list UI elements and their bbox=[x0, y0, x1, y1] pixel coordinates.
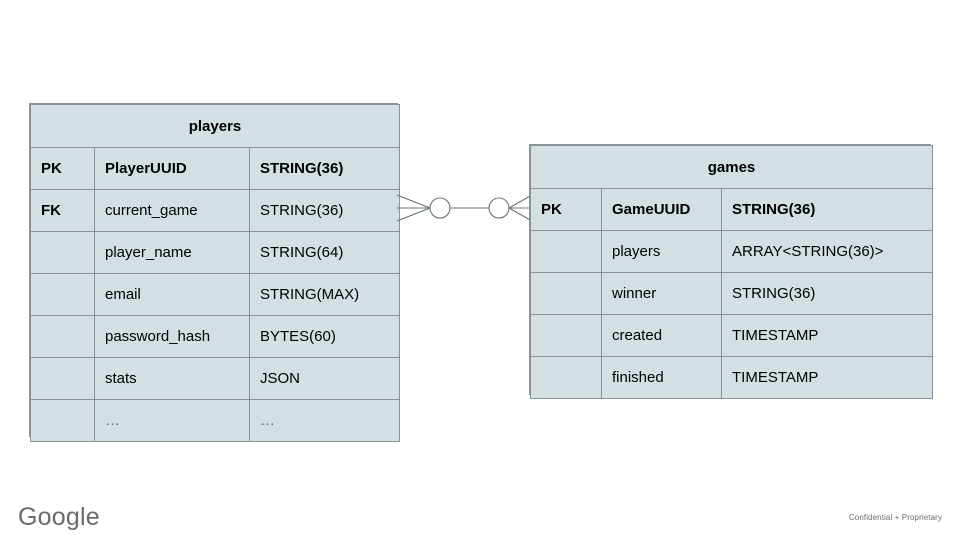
row-column-type: BYTES(60) bbox=[249, 315, 400, 358]
cardinality-zero-circle-right bbox=[488, 197, 510, 219]
entity-games-body: games PK GameUUID STRING(36) players ARR… bbox=[530, 145, 933, 399]
row-column-name: player_name bbox=[94, 231, 250, 274]
row-column-name: winner bbox=[601, 272, 722, 315]
row-column-name: finished bbox=[601, 356, 722, 399]
entity-players[interactable]: players PK PlayerUUID STRING(36) FK curr… bbox=[29, 103, 400, 442]
row-column-name: GameUUID bbox=[601, 188, 722, 231]
google-logo: Google bbox=[18, 503, 100, 531]
row-column-type: STRING(36) bbox=[249, 189, 400, 232]
entity-players-table: players PK PlayerUUID STRING(36) FK curr… bbox=[30, 104, 400, 442]
crowsfoot-right-upper bbox=[508, 194, 533, 209]
table-row-ellipsis[interactable]: … … bbox=[30, 399, 400, 442]
row-column-name: current_game bbox=[94, 189, 250, 232]
table-row[interactable]: player_name STRING(64) bbox=[30, 231, 400, 274]
row-column-type: STRING(36) bbox=[721, 188, 933, 231]
entity-games-title: games bbox=[530, 145, 933, 189]
row-column-type: TIMESTAMP bbox=[721, 356, 933, 399]
table-row[interactable]: stats JSON bbox=[30, 357, 400, 400]
table-row[interactable]: created TIMESTAMP bbox=[530, 314, 933, 357]
table-row[interactable]: PK GameUUID STRING(36) bbox=[530, 188, 933, 231]
cardinality-zero-circle-left bbox=[429, 197, 451, 219]
crowsfoot-left-upper bbox=[396, 194, 431, 209]
table-row[interactable]: FK current_game STRING(36) bbox=[30, 189, 400, 232]
row-column-type: STRING(36) bbox=[721, 272, 933, 315]
row-column-type: … bbox=[249, 399, 400, 442]
entity-players-body: players PK PlayerUUID STRING(36) FK curr… bbox=[30, 104, 400, 442]
table-row[interactable]: finished TIMESTAMP bbox=[530, 356, 933, 399]
entity-games[interactable]: games PK GameUUID STRING(36) players ARR… bbox=[529, 144, 933, 399]
row-key bbox=[30, 357, 95, 400]
row-column-name: stats bbox=[94, 357, 250, 400]
row-column-name: … bbox=[94, 399, 250, 442]
row-column-name: PlayerUUID bbox=[94, 147, 250, 190]
row-key: PK bbox=[530, 188, 602, 231]
row-column-type: STRING(64) bbox=[249, 231, 400, 274]
row-key bbox=[30, 231, 95, 274]
table-row[interactable]: players ARRAY<STRING(36)> bbox=[530, 230, 933, 273]
row-column-type: STRING(MAX) bbox=[249, 273, 400, 316]
row-column-name: password_hash bbox=[94, 315, 250, 358]
row-column-type: STRING(36) bbox=[249, 147, 400, 190]
entity-title-row: players bbox=[30, 104, 400, 148]
row-key: PK bbox=[30, 147, 95, 190]
row-key bbox=[530, 230, 602, 273]
row-column-name: players bbox=[601, 230, 722, 273]
confidentiality-note: Confidential + Proprietary bbox=[848, 513, 942, 522]
table-row[interactable]: winner STRING(36) bbox=[530, 272, 933, 315]
table-row[interactable]: PK PlayerUUID STRING(36) bbox=[30, 147, 400, 190]
entity-games-table: games PK GameUUID STRING(36) players ARR… bbox=[530, 145, 933, 399]
row-key: FK bbox=[30, 189, 95, 232]
crowsfoot-left-lower bbox=[396, 207, 431, 222]
row-key bbox=[30, 315, 95, 358]
row-key bbox=[530, 272, 602, 315]
relationship-connector-players-games[interactable] bbox=[392, 186, 537, 230]
table-row[interactable]: email STRING(MAX) bbox=[30, 273, 400, 316]
row-key bbox=[30, 399, 95, 442]
entity-players-title: players bbox=[30, 104, 400, 148]
row-column-name: email bbox=[94, 273, 250, 316]
row-key bbox=[530, 314, 602, 357]
crowsfoot-right-lower bbox=[508, 207, 533, 222]
row-column-name: created bbox=[601, 314, 722, 357]
entity-title-row: games bbox=[530, 145, 933, 189]
table-row[interactable]: password_hash BYTES(60) bbox=[30, 315, 400, 358]
row-column-type: ARRAY<STRING(36)> bbox=[721, 230, 933, 273]
row-key bbox=[30, 273, 95, 316]
row-column-type: TIMESTAMP bbox=[721, 314, 933, 357]
row-column-type: JSON bbox=[249, 357, 400, 400]
row-key bbox=[530, 356, 602, 399]
